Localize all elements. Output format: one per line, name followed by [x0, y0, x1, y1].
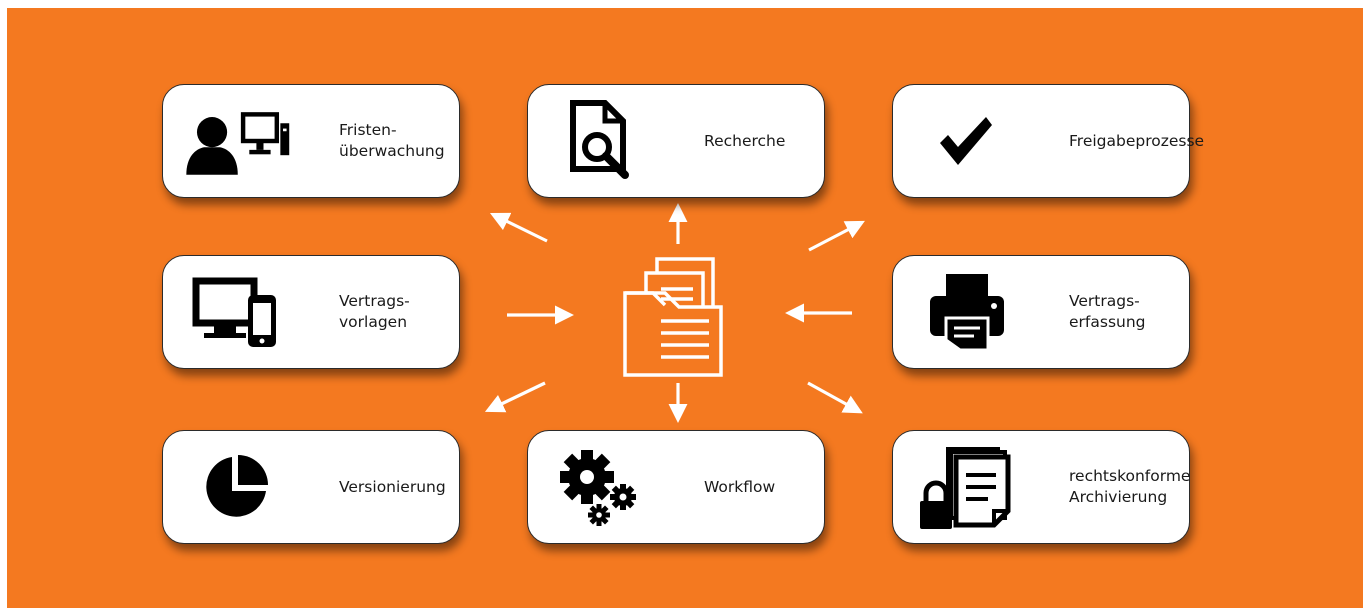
card-label: Fristen- überwachung [339, 121, 445, 160]
user-computer-icon [181, 97, 291, 185]
arrow-to-freigabe [808, 220, 865, 252]
card-label: Vertrags- erfassung [1069, 292, 1146, 331]
card-erfassung: Vertrags- erfassung [892, 255, 1190, 369]
card-versionierung: Versionierung [162, 430, 460, 544]
card-fristen: Fristen- überwachung [162, 84, 460, 198]
card-label: Workflow [704, 477, 776, 496]
arrows-layer [484, 203, 865, 423]
monitor-phone-icon [181, 268, 291, 356]
pie-chart-icon [181, 443, 291, 531]
gears-icon [546, 443, 656, 531]
lock-documents-icon [911, 443, 1021, 531]
document-stack-icon [623, 257, 723, 377]
arrow-to-archivierung [807, 381, 863, 414]
document-search-icon [546, 97, 656, 185]
arrow-to-fristen [489, 212, 548, 243]
card-label: rechtskonforme Archivierung [1069, 467, 1191, 506]
card-recherche: Recherche [527, 84, 825, 198]
checkmark-icon [911, 97, 1021, 185]
printer-icon [911, 268, 1021, 356]
card-label: Vertrags- vorlagen [339, 292, 410, 331]
card-workflow: Workflow [527, 430, 825, 544]
card-archivierung: rechtskonforme Archivierung [892, 430, 1190, 544]
card-label: Recherche [704, 131, 786, 150]
card-freigabe: Freigabeprozesse [892, 84, 1205, 198]
card-label: Freigabeprozesse [1069, 131, 1205, 150]
arrow-to-versionierung [484, 381, 546, 413]
card-label: Versionierung [339, 477, 446, 496]
diagram-canvas: Fristen- überwachung Recherche Freigabep… [7, 8, 1363, 608]
card-vorlagen: Vertrags- vorlagen [162, 255, 460, 369]
